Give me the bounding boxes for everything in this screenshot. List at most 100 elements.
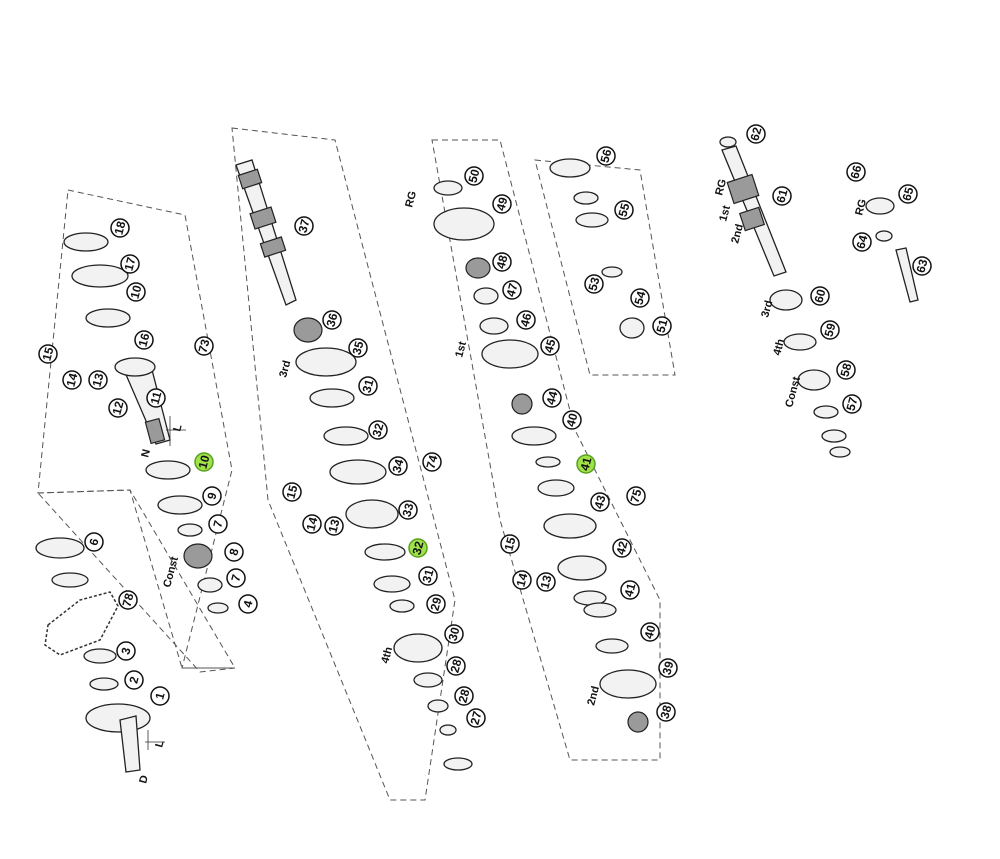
callout-64[interactable]: 64 [852,232,872,252]
callout-49[interactable]: 49 [492,194,512,214]
callout-9[interactable]: 9 [202,486,222,506]
callout-13a[interactable]: 13 [88,370,108,390]
callout-41b[interactable]: 41 [620,580,640,600]
callout-66[interactable]: 66 [846,162,866,182]
label-fourth: 4th [379,645,395,664]
callout-44[interactable]: 44 [542,388,562,408]
callout-14a[interactable]: 14 [62,370,82,390]
svg-text:65: 65 [900,185,917,202]
callout-59[interactable]: 59 [820,320,840,340]
svg-text:53: 53 [586,275,603,292]
svg-text:10: 10 [128,283,145,300]
svg-text:37: 37 [296,217,313,234]
callout-78[interactable]: 78 [118,590,138,610]
callout-54[interactable]: 54 [630,288,650,308]
callout-8[interactable]: 8 [224,542,244,562]
svg-text:61: 61 [774,187,791,204]
svg-text:54: 54 [632,289,649,306]
svg-text:32: 32 [370,421,387,438]
callout-48[interactable]: 48 [492,252,512,272]
callout-27[interactable]: 27 [466,708,486,728]
callout-31b[interactable]: 31 [418,566,438,586]
svg-text:40: 40 [564,411,581,428]
callout-47[interactable]: 47 [502,280,522,300]
callout-31a[interactable]: 31 [358,376,378,396]
callout-40a[interactable]: 40 [562,410,582,430]
dim-n-upper: N [139,448,153,459]
input-shaft [114,357,171,445]
callout-53[interactable]: 53 [584,274,604,294]
frame-layshaft [431,139,661,761]
callout-2[interactable]: 2 [124,670,144,690]
svg-text:63: 63 [914,257,931,274]
callout-51[interactable]: 51 [652,316,672,336]
callout-14b[interactable]: 14 [302,514,322,534]
callout-37[interactable]: 37 [294,216,314,236]
callout-10a[interactable]: 10 [194,452,214,472]
callout-50[interactable]: 50 [464,166,484,186]
callout-35[interactable]: 35 [348,338,368,358]
callout-36[interactable]: 36 [322,310,342,330]
svg-text:13: 13 [538,573,555,590]
callout-13b[interactable]: 13 [324,516,344,536]
callout-39[interactable]: 39 [658,658,678,678]
callout-33[interactable]: 33 [398,500,418,520]
callout-29[interactable]: 29 [426,594,446,614]
label-rg-far: RG [853,198,869,217]
svg-text:17: 17 [122,255,139,272]
callout-40b[interactable]: 40 [640,622,660,642]
callout-4[interactable]: 4 [238,594,258,614]
callout-3[interactable]: 3 [116,641,136,661]
callout-32b[interactable]: 32 [368,420,388,440]
callout-28b[interactable]: 28 [446,656,466,676]
callout-30[interactable]: 30 [444,624,464,644]
callout-56[interactable]: 56 [596,146,616,166]
callout-42[interactable]: 42 [612,538,632,558]
callout-62[interactable]: 62 [746,124,766,144]
callout-15b[interactable]: 15 [282,482,302,502]
svg-text:3: 3 [118,646,133,656]
callout-11[interactable]: 11 [146,388,166,408]
callout-14c[interactable]: 14 [512,570,532,590]
frame-reverse-idler [534,159,676,376]
callout-15a[interactable]: 15 [38,344,58,364]
callout-7b[interactable]: 7 [226,568,246,588]
callout-15c[interactable]: 15 [500,534,520,554]
callout-16[interactable]: 16 [134,330,154,350]
callout-1[interactable]: 1 [150,686,170,706]
callout-75[interactable]: 75 [626,486,646,506]
svg-text:47: 47 [504,281,521,298]
callout-6[interactable]: 6 [84,532,104,552]
svg-text:78: 78 [120,591,137,608]
callout-38[interactable]: 38 [656,702,676,722]
svg-text:74: 74 [424,453,441,470]
callout-63[interactable]: 63 [912,256,932,276]
callout-7a[interactable]: 7 [208,514,228,534]
callout-74[interactable]: 74 [422,452,442,472]
callout-13c[interactable]: 13 [536,572,556,592]
callout-41a[interactable]: 41 [576,454,596,474]
callout-10b[interactable]: 10 [126,282,146,302]
gasket [44,591,119,656]
callout-57[interactable]: 57 [842,394,862,414]
callout-18[interactable]: 18 [110,218,130,238]
callout-12[interactable]: 12 [108,398,128,418]
rings-and-gears [35,136,851,771]
callout-60[interactable]: 60 [810,286,830,306]
callout-55[interactable]: 55 [614,200,634,220]
callout-61[interactable]: 61 [772,186,792,206]
callout-58[interactable]: 58 [836,360,856,380]
callout-46[interactable]: 46 [516,310,536,330]
callout-73[interactable]: 73 [194,336,214,356]
svg-text:15: 15 [40,345,57,362]
callout-43[interactable]: 43 [590,492,610,512]
svg-text:43: 43 [592,493,609,510]
layshaft [721,145,787,277]
callout-17[interactable]: 17 [120,254,140,274]
callout-65[interactable]: 65 [898,184,918,204]
callout-34[interactable]: 34 [388,456,408,476]
callout-45[interactable]: 45 [540,336,560,356]
callout-28a[interactable]: 28 [454,686,474,706]
callout-32a[interactable]: 32 [408,538,428,558]
